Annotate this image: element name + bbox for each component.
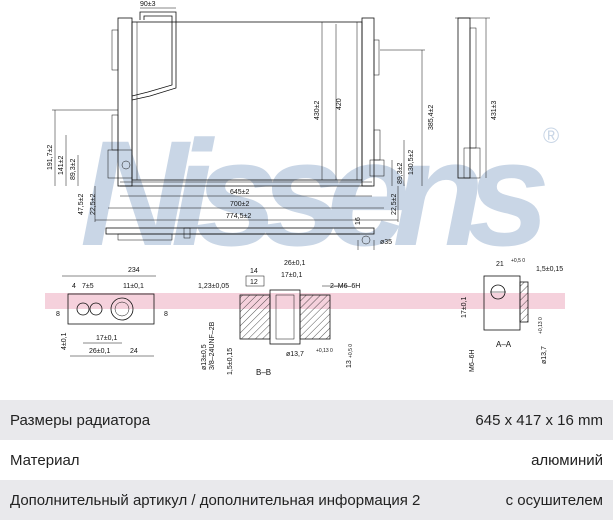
dim-4-left: 4±0,1: [61, 332, 68, 350]
section-a-a: 21 +0,5 0 1,5±0,15 17±0,1 M6–6H ø13,7 +0…: [461, 258, 563, 372]
dim-26-left: 26±0,1: [89, 348, 110, 355]
spec-row-material: Материал алюминий: [0, 440, 613, 480]
radiator-side-view: 431±3: [455, 17, 498, 179]
bb-dim-123: 1,23±0,05: [198, 283, 229, 290]
spec-value-additional: с осушителем: [505, 491, 603, 509]
bb-dim-13-bottom: 13: [346, 360, 353, 368]
radiator-front-view: 90±3 430±2 420 385,4±2 130,5±2 89,3±2 19…: [47, 1, 435, 222]
dim-11: 11±0,1: [123, 283, 144, 290]
dim-385: 385,4±2: [428, 105, 435, 130]
bb-thread-m6: 2–M6–6H: [330, 283, 360, 290]
aa-thread: M6–6H: [469, 349, 476, 372]
aa-dim-137-tol: +0,13 0: [538, 317, 544, 334]
dim-8-right: 8: [164, 311, 168, 318]
dim-141: 141±2: [58, 155, 65, 175]
dim-35: ø35: [380, 239, 392, 246]
dim-16: 16: [355, 217, 362, 225]
dim-191: 191,7±2: [47, 145, 54, 170]
bb-thread-unf: 3/8–24UNF–2B: [209, 321, 216, 370]
dim-89-left: 89,3±2: [70, 159, 77, 180]
aa-dim-17: 17±0,1: [461, 297, 468, 318]
aa-dim-21: 21: [496, 261, 504, 268]
bb-dim-26: 26±0,1: [284, 260, 305, 267]
watermark-registered-mark: ®: [543, 123, 559, 148]
radiator-bottom-view: ø35 16: [105, 217, 392, 250]
technical-drawing: Nissens ® 90±3 430±2 420 385,: [45, 1, 565, 377]
bb-dim-14: 14: [250, 268, 258, 275]
aa-dim-137: ø13,7: [541, 346, 548, 364]
aa-dim-21-tol: +0,5 0: [511, 258, 525, 264]
dim-431: 431±3: [491, 100, 498, 120]
dim-24: 24: [130, 348, 138, 355]
bb-dim-15: 1,5±0,15: [227, 348, 234, 375]
spec-value-material: алюминий: [531, 451, 603, 469]
dim-700: 700±2: [230, 201, 250, 208]
spec-value-dimensions: 645 x 417 x 16 mm: [475, 411, 603, 429]
aa-dim-15: 1,5±0,15: [536, 266, 563, 273]
bb-dim-137-tol: +0,13 0: [316, 348, 333, 354]
dim-420: 420: [336, 98, 343, 110]
flange-detail: 234 4 7±5 11±0,1 8 8 4±0,1 17±0,1 26±0,1…: [56, 267, 168, 357]
dim-17-left: 17±0,1: [96, 335, 117, 342]
aa-label: A–A: [496, 340, 512, 349]
dim-234: 234: [128, 267, 140, 274]
dim-430: 430±2: [314, 100, 321, 120]
dim-22-left: 22,5±2: [90, 194, 97, 215]
bb-dim-17: 17±0,1: [281, 272, 302, 279]
spec-label-additional: Дополнительный артикул / дополнительная …: [10, 491, 421, 509]
dim-22-right: 22,5±2: [391, 194, 398, 215]
dim-top: 90±3: [140, 1, 156, 8]
spec-label-material: Материал: [10, 451, 80, 469]
dim-8-left: 8: [56, 311, 60, 318]
dim-47: 47,5±2: [78, 194, 85, 215]
bb-dim-13-tol: +0,5 0: [348, 344, 354, 358]
watermark-text: Nissens: [80, 109, 550, 277]
dim-89-right: 89,3±2: [397, 163, 404, 184]
section-b-b: 14 12 17±0,1 1,23±0,05 26±0,1 2–M6–6H ø1…: [198, 260, 360, 377]
spec-row-dimensions: Размеры радиатора 645 x 417 x 16 mm: [0, 400, 613, 440]
bb-dim-12: 12: [250, 279, 258, 286]
spec-label-dimensions: Размеры радиатора: [10, 411, 151, 429]
nissens-watermark: Nissens ®: [80, 109, 559, 277]
dim-774: 774,5±2: [226, 213, 251, 220]
spec-row-additional: Дополнительный артикул / дополнительная …: [0, 480, 613, 520]
bb-dim-137: ø13,7: [286, 351, 304, 358]
bb-dim-13: ø13±0,5: [201, 344, 208, 370]
dim-130: 130,5±2: [408, 150, 415, 175]
specs-table: Размеры радиатора 645 x 417 x 16 mm Мате…: [0, 400, 613, 520]
dim-715: 7±5: [82, 283, 94, 290]
bb-label: B–B: [256, 368, 271, 377]
dim-645: 645±2: [230, 189, 250, 196]
dim-4: 4: [72, 283, 76, 290]
